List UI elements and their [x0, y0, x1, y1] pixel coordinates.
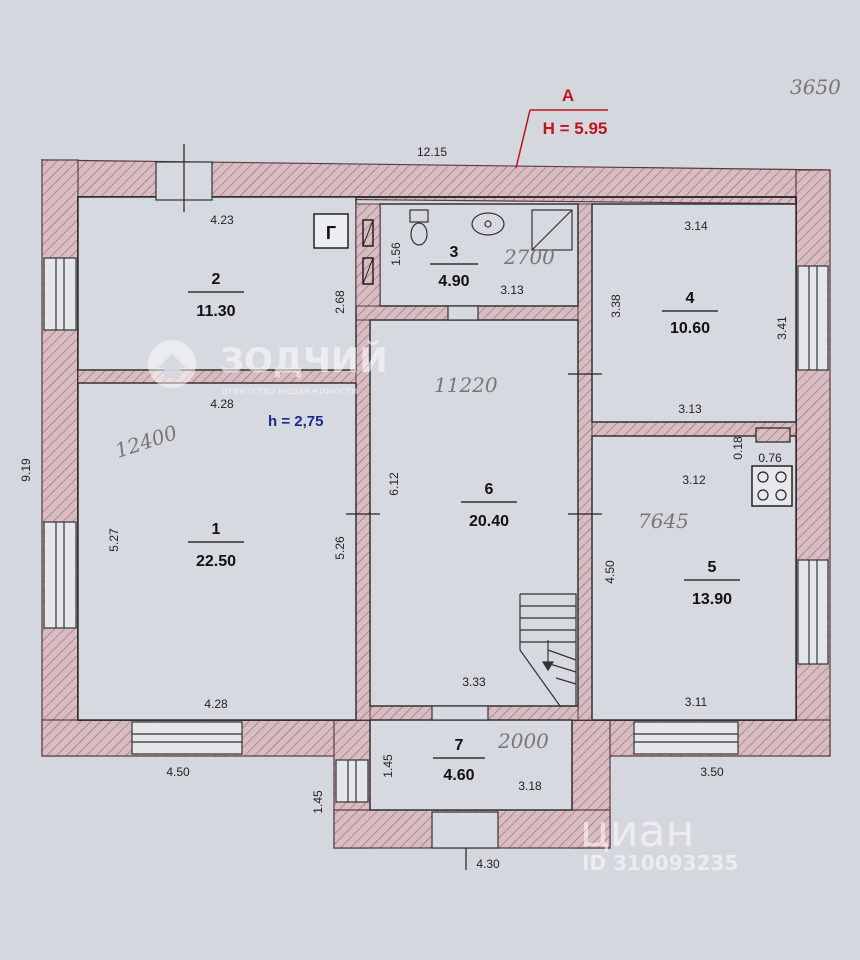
- axis-height: H = 5.95: [543, 119, 608, 138]
- dim-r5-bottom: 3.11: [685, 695, 708, 709]
- toilet-icon: [409, 209, 429, 223]
- note-room5: 7645: [638, 509, 689, 533]
- dim-niche-w: 0.76: [758, 451, 782, 465]
- room-6: 6 20.40: [461, 481, 517, 530]
- brand-sub: агентство недвижимости: [222, 386, 357, 397]
- door-marks: [183, 144, 602, 870]
- dim-top-total: 12.15: [417, 145, 447, 159]
- dim-r1-top: 4.28: [210, 397, 234, 411]
- dim-r1-bottom: 4.28: [204, 697, 228, 711]
- room-area: 4.60: [443, 767, 474, 784]
- room-area: 13.90: [692, 591, 732, 608]
- room-area: 10.60: [670, 320, 710, 337]
- watermark-zodchiy: ЗОДЧИЙ агентство недвижимости: [148, 340, 388, 397]
- room-2: 2 11.30: [188, 271, 244, 320]
- room-number: 1: [212, 521, 221, 538]
- room-number: 4: [686, 290, 695, 307]
- dim-niche-h: 0.18: [731, 436, 745, 460]
- dim-r4-right: 3.41: [775, 316, 789, 340]
- room-number: 7: [455, 737, 464, 754]
- room-number: 6: [485, 481, 494, 498]
- cian-id: ID 310093235: [582, 851, 738, 875]
- dim-r2-right: 2.68: [333, 290, 347, 314]
- staircase: [519, 593, 577, 707]
- room-area: 4.90: [438, 273, 469, 290]
- dim-r6-left: 6.12: [387, 472, 401, 496]
- note-room7: 2000: [497, 729, 549, 753]
- note-room6: 11220: [434, 373, 498, 397]
- dim-r1-right: 5.26: [333, 536, 347, 560]
- dim-r3-left: 1.56: [389, 242, 403, 266]
- room-3: 3 4.90: [430, 244, 478, 290]
- dim-r6-bottom: 3.33: [462, 675, 486, 689]
- room-4: 4 10.60: [662, 290, 718, 337]
- room-number: 2: [212, 271, 221, 288]
- ceiling-height: h = 2,75: [268, 413, 323, 430]
- dim-r5-left: 4.50: [603, 560, 617, 584]
- dim-r2-top: 4.23: [210, 213, 234, 227]
- chimney-box: [313, 213, 349, 249]
- dim-porch-left: 1.45: [311, 790, 325, 814]
- dimensions: 12.15 9.19 4.23 2.68 4.28 5.27 5.26 4.28…: [19, 145, 789, 871]
- cian-logo: циан: [580, 806, 694, 857]
- axis-leader: [515, 109, 531, 169]
- bathroom-fixtures: [409, 209, 573, 251]
- dim-r7-right: 3.18: [518, 779, 542, 793]
- shower-tray-icon: [531, 209, 573, 251]
- dim-bottom-right: 3.50: [700, 765, 724, 779]
- watermark-cian: циан ID 310093235: [580, 806, 738, 875]
- dim-r5-top: 3.12: [682, 473, 706, 487]
- note-room3: 2700: [503, 245, 555, 269]
- dim-r1-left: 5.27: [107, 528, 121, 552]
- stove-icon: [751, 465, 793, 507]
- chimney-letter: Г: [326, 223, 336, 243]
- windows: [43, 257, 829, 803]
- niche-box: [755, 427, 791, 443]
- dim-bottom-center: 4.30: [476, 857, 500, 871]
- room-7: 7 4.60: [433, 737, 485, 784]
- dim-r4-left: 3.38: [609, 294, 623, 318]
- dim-r4-bottom: 3.13: [678, 402, 702, 416]
- room-1: 1 22.50: [188, 521, 244, 570]
- vent-duct-icon: [362, 257, 374, 285]
- room-area: 20.40: [469, 513, 509, 530]
- dim-r3-bottom: 3.13: [500, 283, 524, 297]
- corner-note: 3650: [790, 75, 841, 99]
- dim-r4-top: 3.14: [684, 219, 708, 233]
- room-number: 3: [450, 244, 459, 261]
- room-area: 22.50: [196, 553, 236, 570]
- room-area: 11.30: [196, 303, 235, 320]
- dim-left-total: 9.19: [19, 458, 33, 482]
- brand-name: ЗОДЧИЙ: [220, 340, 388, 381]
- dim-r7-left: 1.45: [381, 754, 395, 778]
- ventilation-column: [355, 203, 381, 307]
- room-5: 5 13.90: [684, 559, 740, 608]
- room-floors: [77, 196, 797, 811]
- vent-duct-icon: [362, 219, 374, 247]
- dim-bottom-left: 4.50: [166, 765, 190, 779]
- room-number: 5: [708, 559, 717, 576]
- interior-walls: [77, 196, 797, 721]
- axis-letter: А: [562, 86, 574, 105]
- sink-icon: [471, 212, 505, 236]
